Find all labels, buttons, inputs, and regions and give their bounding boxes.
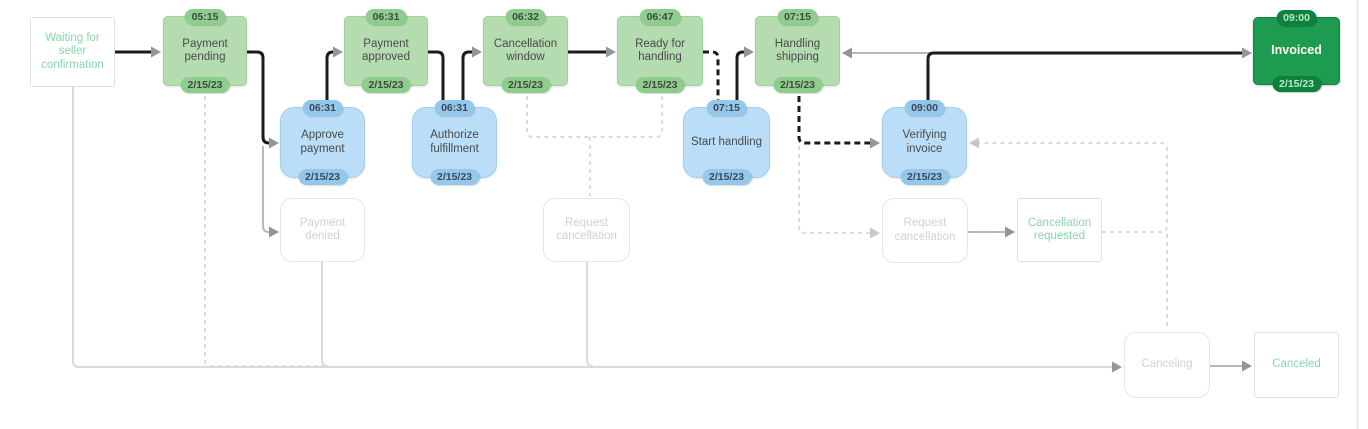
node-start-handling[interactable]: 07:15 Start handling 2/15/23 (683, 100, 770, 185)
time-badge: 06:32 (505, 9, 546, 25)
node-label: Request cancellation (894, 217, 956, 243)
edge-approve-payment-to-payment-approved (325, 46, 343, 107)
time-badge: 09:00 (904, 100, 945, 116)
date-badge: 2/15/23 (772, 77, 823, 93)
date-badge: 2/15/23 (899, 169, 950, 185)
node-label: Ready for handling (635, 37, 685, 64)
edge-waiting-to-canceling-rail (72, 87, 1122, 373)
node-invoiced[interactable]: 09:00 Invoiced 2/15/23 (1253, 10, 1340, 92)
edge-start-handling-to-handling-shipping (735, 46, 754, 107)
node-label: Authorize fulfillment (430, 129, 479, 155)
node-authorize-fulfillment[interactable]: 06:31 Authorize fulfillment 2/15/23 (412, 100, 497, 185)
date-badge: 2/15/23 (297, 169, 348, 185)
node-canceling[interactable]: Canceling (1124, 332, 1210, 398)
node-label: Payment pending (182, 37, 228, 64)
time-badge: 06:47 (639, 9, 681, 25)
edge-handling-shipping-to-verifying-invoice (797, 96, 880, 149)
node-payment-approved[interactable]: 06:31 Payment approved 2/15/23 (344, 9, 428, 93)
edge-request-cancellation1-to-rail (586, 262, 594, 367)
time-badge: 06:31 (302, 100, 343, 116)
node-verifying-invoice[interactable]: 09:00 Verifying invoice 2/15/23 (882, 100, 967, 185)
edge-cancellation-window-to-request-cancellation1 (526, 96, 590, 138)
date-badge: 2/15/23 (1271, 76, 1322, 92)
date-badge: 2/15/23 (635, 77, 685, 93)
node-label: Canceled (1272, 358, 1321, 371)
time-badge: 06:31 (365, 9, 407, 25)
node-label: Request cancellation (556, 216, 617, 243)
node-payment-pending[interactable]: 05:15 Payment pending 2/15/23 (163, 9, 247, 93)
node-label: Approve payment (300, 129, 345, 155)
edge-handling-shipping-to-request-cancellation2 (798, 146, 880, 239)
node-request-cancellation-2[interactable]: Request cancellation (882, 198, 968, 263)
node-label: Waiting for seller confirmation (41, 31, 104, 71)
edge-authorize-fulfillment-to-cancellation-window (461, 46, 482, 107)
node-label: Payment denied (299, 216, 346, 243)
time-badge: 05:15 (184, 9, 226, 25)
edge-ready-for-handling-to-request-cancellation1 (590, 96, 663, 138)
node-label: Cancellation requested (1027, 216, 1092, 243)
date-badge: 2/15/23 (180, 77, 230, 93)
edge-payment-pending-to-canceling (204, 96, 330, 367)
node-canceled[interactable]: Canceled (1254, 332, 1339, 398)
node-label: Cancellation window (493, 37, 558, 64)
time-badge: 06:31 (434, 100, 475, 116)
date-badge: 2/15/23 (500, 77, 551, 93)
node-cancellation-requested[interactable]: Cancellation requested (1017, 198, 1102, 262)
date-badge: 2/15/23 (701, 169, 752, 185)
node-label: Payment approved (362, 37, 410, 64)
node-handling-shipping[interactable]: 07:15 Handling shipping 2/15/23 (755, 9, 840, 93)
edge-payment-denied-to-rail (321, 262, 329, 367)
node-ready-for-handling[interactable]: 06:47 Ready for handling 2/15/23 (617, 9, 703, 93)
edge-payment-pending-to-payment-denied (262, 146, 279, 238)
node-waiting-seller-confirmation[interactable]: Waiting for seller confirmation (30, 17, 115, 87)
node-label: Verifying invoice (902, 129, 947, 155)
edge-cancellation-requested-to-verifying-invoice (969, 137, 1168, 233)
time-badge: 07:15 (777, 9, 818, 25)
node-approve-payment[interactable]: 06:31 Approve payment 2/15/23 (280, 100, 365, 185)
time-badge: 09:00 (1276, 10, 1317, 26)
edge-payment-pending-to-approve-payment (247, 50, 279, 149)
node-payment-denied[interactable]: Payment denied (280, 198, 365, 262)
node-request-cancellation-1[interactable]: Request cancellation (543, 198, 630, 262)
date-badge: 2/15/23 (361, 77, 411, 93)
node-cancellation-window[interactable]: 06:32 Cancellation window 2/15/23 (483, 9, 568, 93)
time-badge: 07:15 (706, 100, 747, 116)
date-badge: 2/15/23 (429, 169, 480, 185)
node-label: Start handling (691, 135, 762, 148)
edge-verifying-invoice-to-invoiced (926, 47, 1252, 107)
edge-ready-for-handling-to-start-handling (703, 50, 720, 105)
node-label: Invoiced (1271, 43, 1322, 58)
edge-payment-approved-to-authorize-fulfillment (428, 50, 445, 105)
node-label: Handling shipping (774, 37, 821, 64)
node-label: Canceling (1141, 358, 1193, 371)
